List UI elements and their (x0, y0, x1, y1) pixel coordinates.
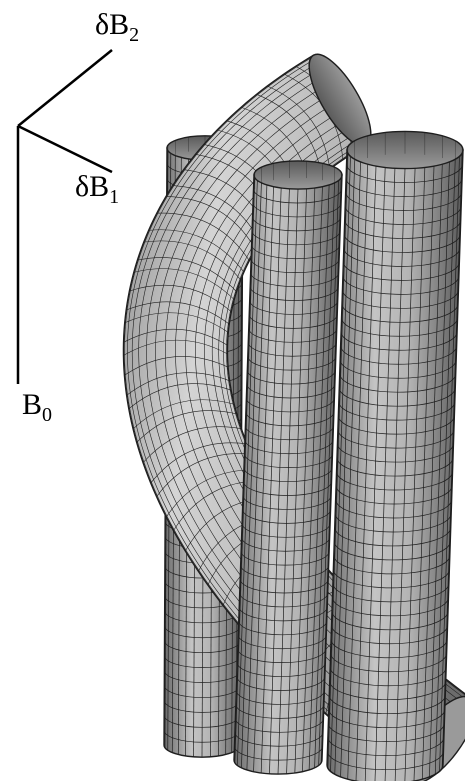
delta-b2-subscript: 2 (129, 24, 139, 46)
delta-b2-axis-line (18, 50, 112, 126)
front-tubes (234, 131, 463, 781)
right-vertical-tube (327, 131, 463, 781)
b0-label: B0 (22, 390, 52, 425)
center-vertical-tube-opening (254, 161, 342, 189)
delta-b2-label: δB2 (95, 10, 139, 45)
b0-subscript: 0 (42, 404, 52, 426)
field-axes (18, 50, 112, 384)
delta-b1-symbol: δB (75, 170, 109, 203)
delta-b1-label: δB1 (75, 172, 119, 207)
delta-b2-symbol: δB (95, 8, 129, 41)
delta-b1-axis-line (18, 126, 112, 172)
delta-b1-subscript: 1 (109, 186, 119, 208)
b0-symbol: B (22, 388, 42, 421)
